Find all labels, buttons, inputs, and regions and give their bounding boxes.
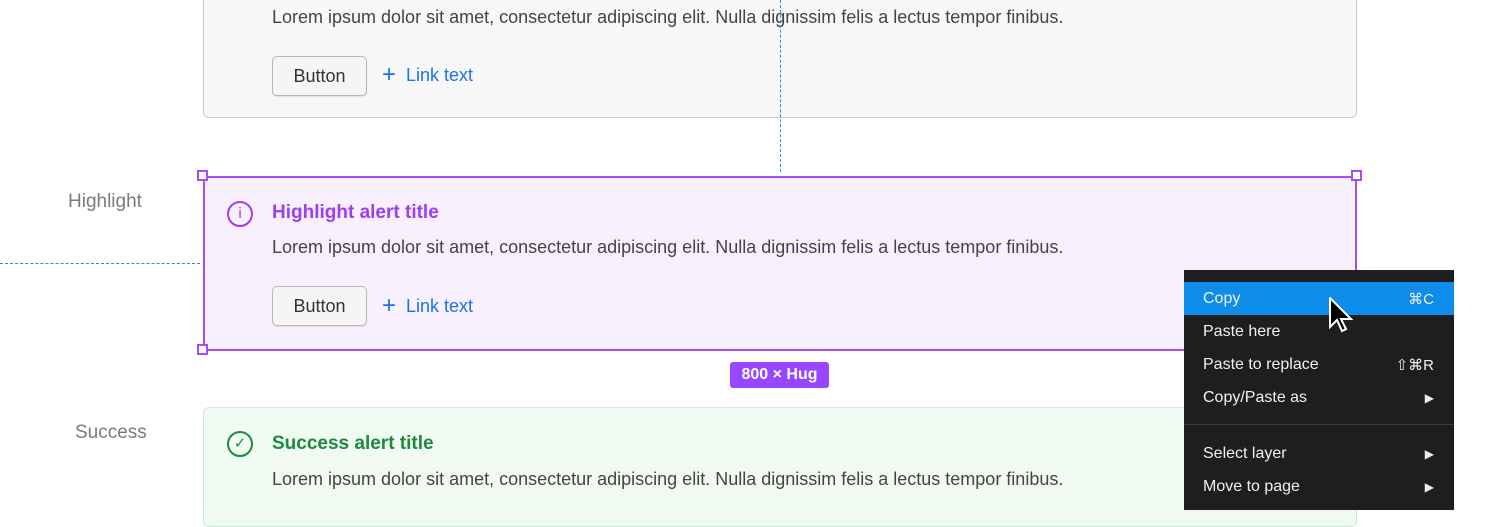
size-badge: 800 × Hug	[730, 362, 829, 388]
resize-handle[interactable]	[197, 170, 208, 181]
success-alert-body: Lorem ipsum dolor sit amet, consectetur …	[272, 469, 1064, 489]
success-alert-title: Success alert title	[272, 433, 434, 454]
menu-item-select-layer[interactable]: Select layer▶	[1203, 444, 1434, 462]
vertical-guide	[780, 0, 781, 172]
highlight-alert-title: Highlight alert title	[272, 202, 439, 223]
highlight-alert-button[interactable]: Button	[272, 286, 367, 326]
menu-item-copy-paste-as[interactable]: Copy/Paste as▶	[1203, 388, 1434, 406]
info-icon: i	[227, 201, 253, 227]
default-alert-body: Lorem ipsum dolor sit amet, consectetur …	[272, 7, 1064, 27]
submenu-arrow-icon: ▶	[1424, 390, 1434, 405]
highlight-alert-link[interactable]: + Link text	[382, 294, 473, 318]
mouse-cursor-icon	[1329, 297, 1354, 333]
context-menu: Copy⌘C Paste here Paste to replace⇧⌘R Co…	[1184, 270, 1454, 510]
menu-divider	[1184, 424, 1454, 425]
resize-handle[interactable]	[197, 344, 208, 355]
highlight-alert[interactable]	[203, 176, 1357, 351]
default-alert-button[interactable]: Button	[272, 56, 367, 96]
highlight-row-label: Highlight	[68, 191, 142, 212]
default-alert-link[interactable]: + Link text	[382, 63, 473, 87]
menu-item-copy[interactable]: Copy⌘C	[1184, 282, 1454, 315]
link-label: Link text	[406, 295, 474, 316]
submenu-arrow-icon: ▶	[1424, 479, 1434, 494]
menu-item-paste-here[interactable]: Paste here	[1203, 322, 1281, 340]
link-label: Link text	[406, 64, 474, 85]
submenu-arrow-icon: ▶	[1424, 446, 1434, 461]
menu-item-move-to-page[interactable]: Move to page▶	[1203, 477, 1434, 495]
highlight-alert-body: Lorem ipsum dolor sit amet, consectetur …	[272, 237, 1064, 257]
menu-item-paste-to-replace[interactable]: Paste to replace⇧⌘R	[1203, 355, 1434, 374]
success-row-label: Success	[75, 422, 147, 443]
horizontal-guide	[0, 263, 200, 264]
plus-icon: +	[382, 292, 397, 319]
check-circle-icon: ✓	[227, 431, 253, 457]
plus-icon: +	[382, 61, 397, 88]
resize-handle[interactable]	[1351, 170, 1362, 181]
